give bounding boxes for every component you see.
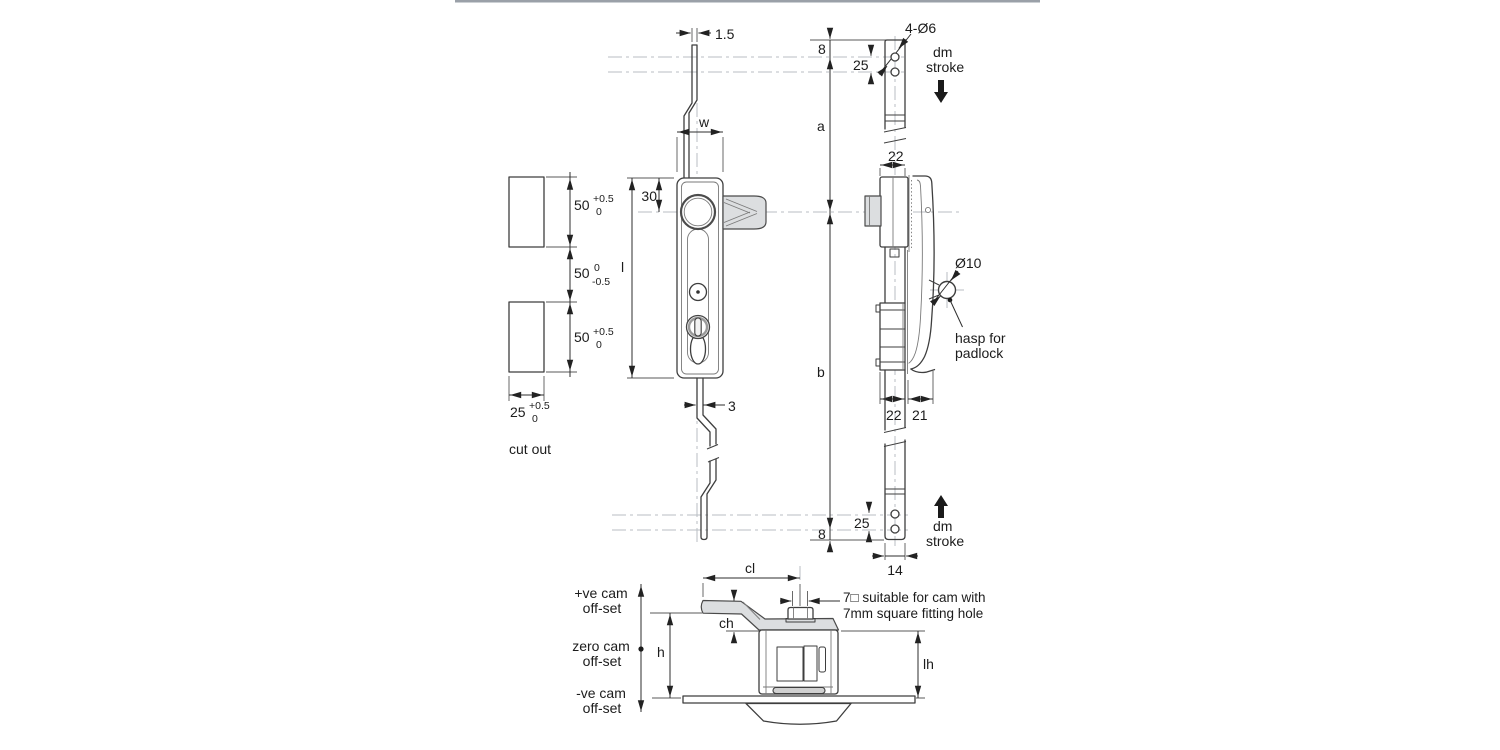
cam-note-line2: 7mm square fitting hole [843, 606, 983, 621]
stroke-down-arrow-icon [934, 80, 948, 103]
stroke-up-arrow-icon [934, 495, 948, 518]
dim-50-mid-tol-sub: -0.5 [592, 276, 610, 288]
dim-30-label: 30 [641, 188, 657, 204]
handle-shaft-side [864, 195, 882, 227]
cutout-rect-top [508, 176, 545, 248]
cutout-group: 50 +0.5 0 50 0 -0.5 50 +0.5 0 25 +0.5 0 … [508, 172, 614, 457]
stroke-top-dm: dm [933, 44, 952, 60]
dim-22-bottom-label: 22 [886, 407, 902, 423]
dim-50-bot-tol-sub: 0 [596, 339, 602, 351]
body-window-1 [776, 646, 804, 682]
dim-50-top-label: 50 [574, 197, 590, 213]
fixing-nut [787, 606, 814, 620]
dim-14-label: 14 [887, 562, 903, 578]
side-rod-bottom [884, 439, 906, 541]
latch-detail [889, 248, 900, 258]
mounting-plate [682, 695, 916, 704]
rod-hole-top-2 [890, 67, 900, 77]
hole-callout-label: 4-Ø6 [905, 20, 936, 36]
offset-positive-line2: off-set [583, 600, 622, 616]
stroke-bottom-dm: dm [933, 518, 952, 534]
handle-wing [722, 195, 767, 230]
dim-h-label: h [657, 644, 665, 660]
body-slot-rear [818, 646, 826, 673]
hasp-note-line2: padlock [955, 345, 1004, 361]
hasp-diameter-label: Ø10 [955, 255, 982, 271]
dim-b-label: b [817, 364, 825, 380]
plate-pivot-hole [924, 206, 932, 214]
handle-hub [679, 193, 717, 231]
dim-lh-label: lh [923, 656, 934, 672]
centerlines [608, 28, 964, 662]
dim-50-mid-label: 50 [574, 265, 590, 281]
rod-hole-top-1 [890, 52, 900, 62]
stroke-bottom-stroke: stroke [926, 533, 964, 549]
dim-rod-bottom-width-label: 3 [728, 398, 736, 414]
stroke-top-stroke: stroke [926, 59, 964, 75]
offset-negative-line1: -ve cam [576, 685, 626, 701]
hasp-note-line1: hasp for [955, 330, 1006, 346]
front-bezel [745, 702, 852, 725]
front-rod-bottom-upper [696, 377, 717, 447]
latch-bar [772, 686, 826, 695]
rack-section [879, 302, 906, 371]
dim-25-cutout-tol-sub: 0 [532, 413, 538, 425]
ab-dimension-group: 8 a b 8 [810, 27, 886, 553]
dim-25-top-label: 25 [853, 57, 869, 73]
dim-25-cutout-tol-sup: +0.5 [529, 400, 550, 412]
offset-zero-line1: zero cam [572, 638, 630, 654]
hasp-plate [910, 175, 936, 374]
rod-hole-bottom-1 [890, 509, 900, 519]
offset-negative-line2: off-set [583, 700, 622, 716]
cam-view-group: +ve cam off-set zero cam off-set -ve cam… [572, 560, 985, 725]
rod-hole-bottom-2 [890, 524, 900, 534]
hasp-hole [937, 280, 957, 300]
key-slot [694, 317, 702, 337]
cutout-caption: cut out [509, 441, 551, 457]
front-rod-top [683, 44, 698, 179]
dim-50-top-tol-sup: +0.5 [593, 193, 614, 205]
offset-zero-line2: off-set [583, 653, 622, 669]
dim-w-label: w [698, 114, 710, 130]
dim-50-bot-label: 50 [574, 329, 590, 345]
dim-a-label: a [817, 118, 825, 134]
lock-body-rear [758, 629, 839, 695]
dim-l-label: l [621, 259, 624, 275]
offset-positive-line1: +ve cam [574, 585, 627, 601]
dim-25-cutout-label: 25 [510, 404, 526, 420]
dim-8-bottom-label: 8 [818, 526, 826, 542]
dim-22-top-label: 22 [888, 148, 904, 164]
window-edge-line [455, 0, 1040, 3]
dim-25-bottom-label: 25 [854, 515, 870, 531]
dim-50-mid-tol-sup: 0 [594, 262, 600, 274]
cutout-rect-bottom [508, 301, 545, 373]
front-view-group: 1.5 w 30 l [621, 26, 767, 541]
dim-rod-top-width-label: 1.5 [715, 26, 735, 42]
zero-offset-dot [638, 646, 644, 652]
dim-50-top-tol-sub: 0 [596, 206, 602, 218]
dim-8-top-label: 8 [818, 41, 826, 57]
cam-arm [700, 599, 840, 631]
side-view-group: 4-Ø6 25 dm stroke 22 [853, 20, 1006, 578]
side-housing [879, 176, 909, 248]
dim-cl-label: cl [745, 560, 755, 576]
cam-note-line1: 7□ suitable for cam with [843, 590, 985, 605]
body-window-2 [803, 645, 818, 682]
dim-50-bot-tol-sup: +0.5 [593, 326, 614, 338]
dim-ch-label: ch [719, 615, 734, 631]
dim-21-label: 21 [912, 407, 928, 423]
front-rod-bottom-lower [700, 458, 717, 541]
